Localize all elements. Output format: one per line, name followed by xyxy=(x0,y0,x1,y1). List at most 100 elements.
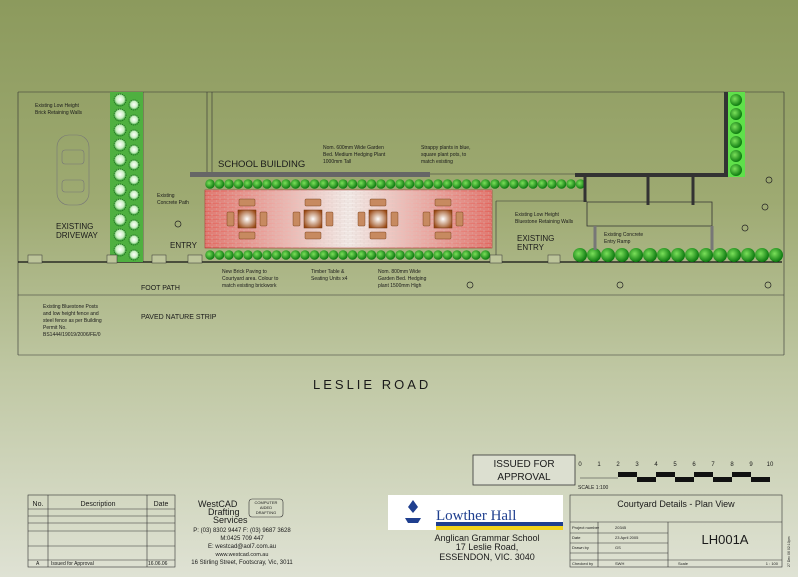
issued-for-approval-stamp: ISSUED FOR APPROVAL xyxy=(472,454,576,486)
seat-icon xyxy=(369,231,387,240)
hedge-plant-icon xyxy=(414,179,424,189)
svg-text:New Brick Paving to: New Brick Paving to xyxy=(222,269,267,275)
driveway-label-1: EXISTING xyxy=(56,222,93,231)
hedge-plant-icon xyxy=(233,250,244,260)
hedge-plant-icon xyxy=(300,179,310,189)
hedge-plant-icon xyxy=(205,250,215,260)
rev-header-description: Description xyxy=(80,501,115,508)
svg-text:Courtyard area. Colour to: Courtyard area. Colour to xyxy=(222,276,279,282)
svg-text:Concrete Path: Concrete Path xyxy=(157,200,189,206)
hedge-plant-icon xyxy=(480,179,491,189)
hedge-plant-icon xyxy=(262,179,272,189)
seat-icon xyxy=(238,198,256,207)
hedge-plant-icon xyxy=(243,250,253,260)
hedge-plant-icon xyxy=(499,179,510,189)
tree-icon xyxy=(128,174,140,186)
svg-text:Existing Low Height: Existing Low Height xyxy=(35,103,80,109)
seat-icon xyxy=(357,211,366,227)
hedge-plant-icon xyxy=(461,250,472,260)
tree-icon xyxy=(128,234,140,246)
svg-text:Services: Services xyxy=(213,515,248,525)
svg-text:and low height fence and: and low height fence and xyxy=(43,311,99,317)
svg-text:Permit No.: Permit No. xyxy=(43,325,67,331)
school-building-label: SCHOOL BUILDING xyxy=(218,159,305,170)
scale-tick-label: 10 xyxy=(767,462,774,468)
rev-row-description: Issued for Approval xyxy=(51,561,94,567)
svg-text:Drafting: Drafting xyxy=(208,507,240,517)
svg-text:SWH: SWH xyxy=(615,561,624,566)
tree-icon xyxy=(128,189,140,201)
hedge-plant-icon xyxy=(615,248,629,262)
svg-text:AIDED: AIDED xyxy=(260,505,272,510)
tree-icon xyxy=(113,183,127,197)
hedge-plant-icon xyxy=(528,179,538,189)
svg-text:Date: Date xyxy=(572,535,581,540)
svg-text:E: westcad@aol7.com.au: E: westcad@aol7.com.au xyxy=(208,544,276,550)
scale-tick-label: 7 xyxy=(711,462,715,468)
foot-path-label: FOOT PATH xyxy=(141,285,180,292)
svg-text:BS1444/19019/2006/FE/0: BS1444/19019/2006/FE/0 xyxy=(43,332,101,338)
tree-icon xyxy=(730,136,742,148)
seat-icon xyxy=(434,198,452,207)
hedge-plant-icon xyxy=(271,179,282,189)
hedge-plant-icon xyxy=(755,248,769,262)
title-block-fields: Project number 20345 Date 23 April 2005 … xyxy=(572,525,791,567)
existing-entry-label-1: EXISTING xyxy=(517,234,554,243)
scale-tick-label: 9 xyxy=(749,462,753,468)
tree-icon xyxy=(113,213,127,227)
hedge-plant-icon xyxy=(376,179,386,189)
hedge-plant-icon xyxy=(252,250,263,260)
hedge-plant-icon xyxy=(404,250,415,260)
hedge-plant-icon xyxy=(423,250,434,260)
svg-text:Drawn by: Drawn by xyxy=(572,545,589,550)
hedge-plant-icon xyxy=(471,250,481,260)
svg-text:Garden Bed. Hedging: Garden Bed. Hedging xyxy=(378,276,427,282)
hedge-plant-icon xyxy=(243,179,253,189)
hedge-plant-icon xyxy=(490,179,500,189)
tree-icon xyxy=(113,138,127,152)
svg-text:Brick Retaining Walls: Brick Retaining Walls xyxy=(35,110,83,116)
scale-segment xyxy=(637,477,656,482)
svg-text:plant 1500mm High: plant 1500mm High xyxy=(378,283,422,289)
scale-segment xyxy=(713,477,732,482)
tree-icon xyxy=(128,219,140,231)
svg-text:Scale: Scale xyxy=(678,561,689,566)
svg-text:Timber Table &: Timber Table & xyxy=(311,269,345,275)
hedge-plant-icon xyxy=(205,179,215,189)
hedge-plant-icon xyxy=(769,248,783,262)
tree-icon xyxy=(113,153,127,167)
scale-tick-label: 6 xyxy=(692,462,696,468)
hedge-plant-icon xyxy=(556,179,567,189)
svg-text:Checked by: Checked by xyxy=(572,561,593,566)
hedge-plant-icon xyxy=(347,179,358,189)
svg-text:Nom. 600mm Wide Garden: Nom. 600mm Wide Garden xyxy=(323,145,384,151)
site-boundary-lines xyxy=(17,91,785,356)
hedge-plant-icon xyxy=(423,179,434,189)
rev-row-no: A xyxy=(36,561,40,567)
svg-text:Existing Low Height: Existing Low Height xyxy=(515,212,560,218)
tree-column-left xyxy=(113,93,140,261)
tree-icon xyxy=(730,150,742,162)
svg-text:Bed. Medium Hedging Plant: Bed. Medium Hedging Plant xyxy=(323,152,386,158)
svg-text:ISSUED FOR: ISSUED FOR xyxy=(493,459,554,470)
svg-text:match existing brickwork: match existing brickwork xyxy=(222,283,277,289)
hedge-plant-icon xyxy=(328,250,339,260)
road-name: LESLIE ROAD xyxy=(313,377,431,392)
entry-label: ENTRY xyxy=(170,241,198,250)
hedge-plant-icon xyxy=(338,179,348,189)
seat-icon xyxy=(325,211,334,227)
tree-icon xyxy=(113,123,127,137)
tree-icon xyxy=(128,144,140,156)
rev-row-date: 16.06.06 xyxy=(148,561,168,567)
svg-text:steel fence as per Building: steel fence as per Building xyxy=(43,318,102,324)
hedge-plant-icon xyxy=(214,250,225,260)
scale-segment xyxy=(751,477,770,482)
hedge-plant-icon xyxy=(537,179,548,189)
svg-text:20345: 20345 xyxy=(615,525,627,530)
hedge-plant-icon xyxy=(442,250,453,260)
hedge-plant-icon xyxy=(671,248,685,262)
revision-table xyxy=(27,494,176,568)
hedge-plant-icon xyxy=(224,250,234,260)
tree-icon xyxy=(113,228,127,242)
